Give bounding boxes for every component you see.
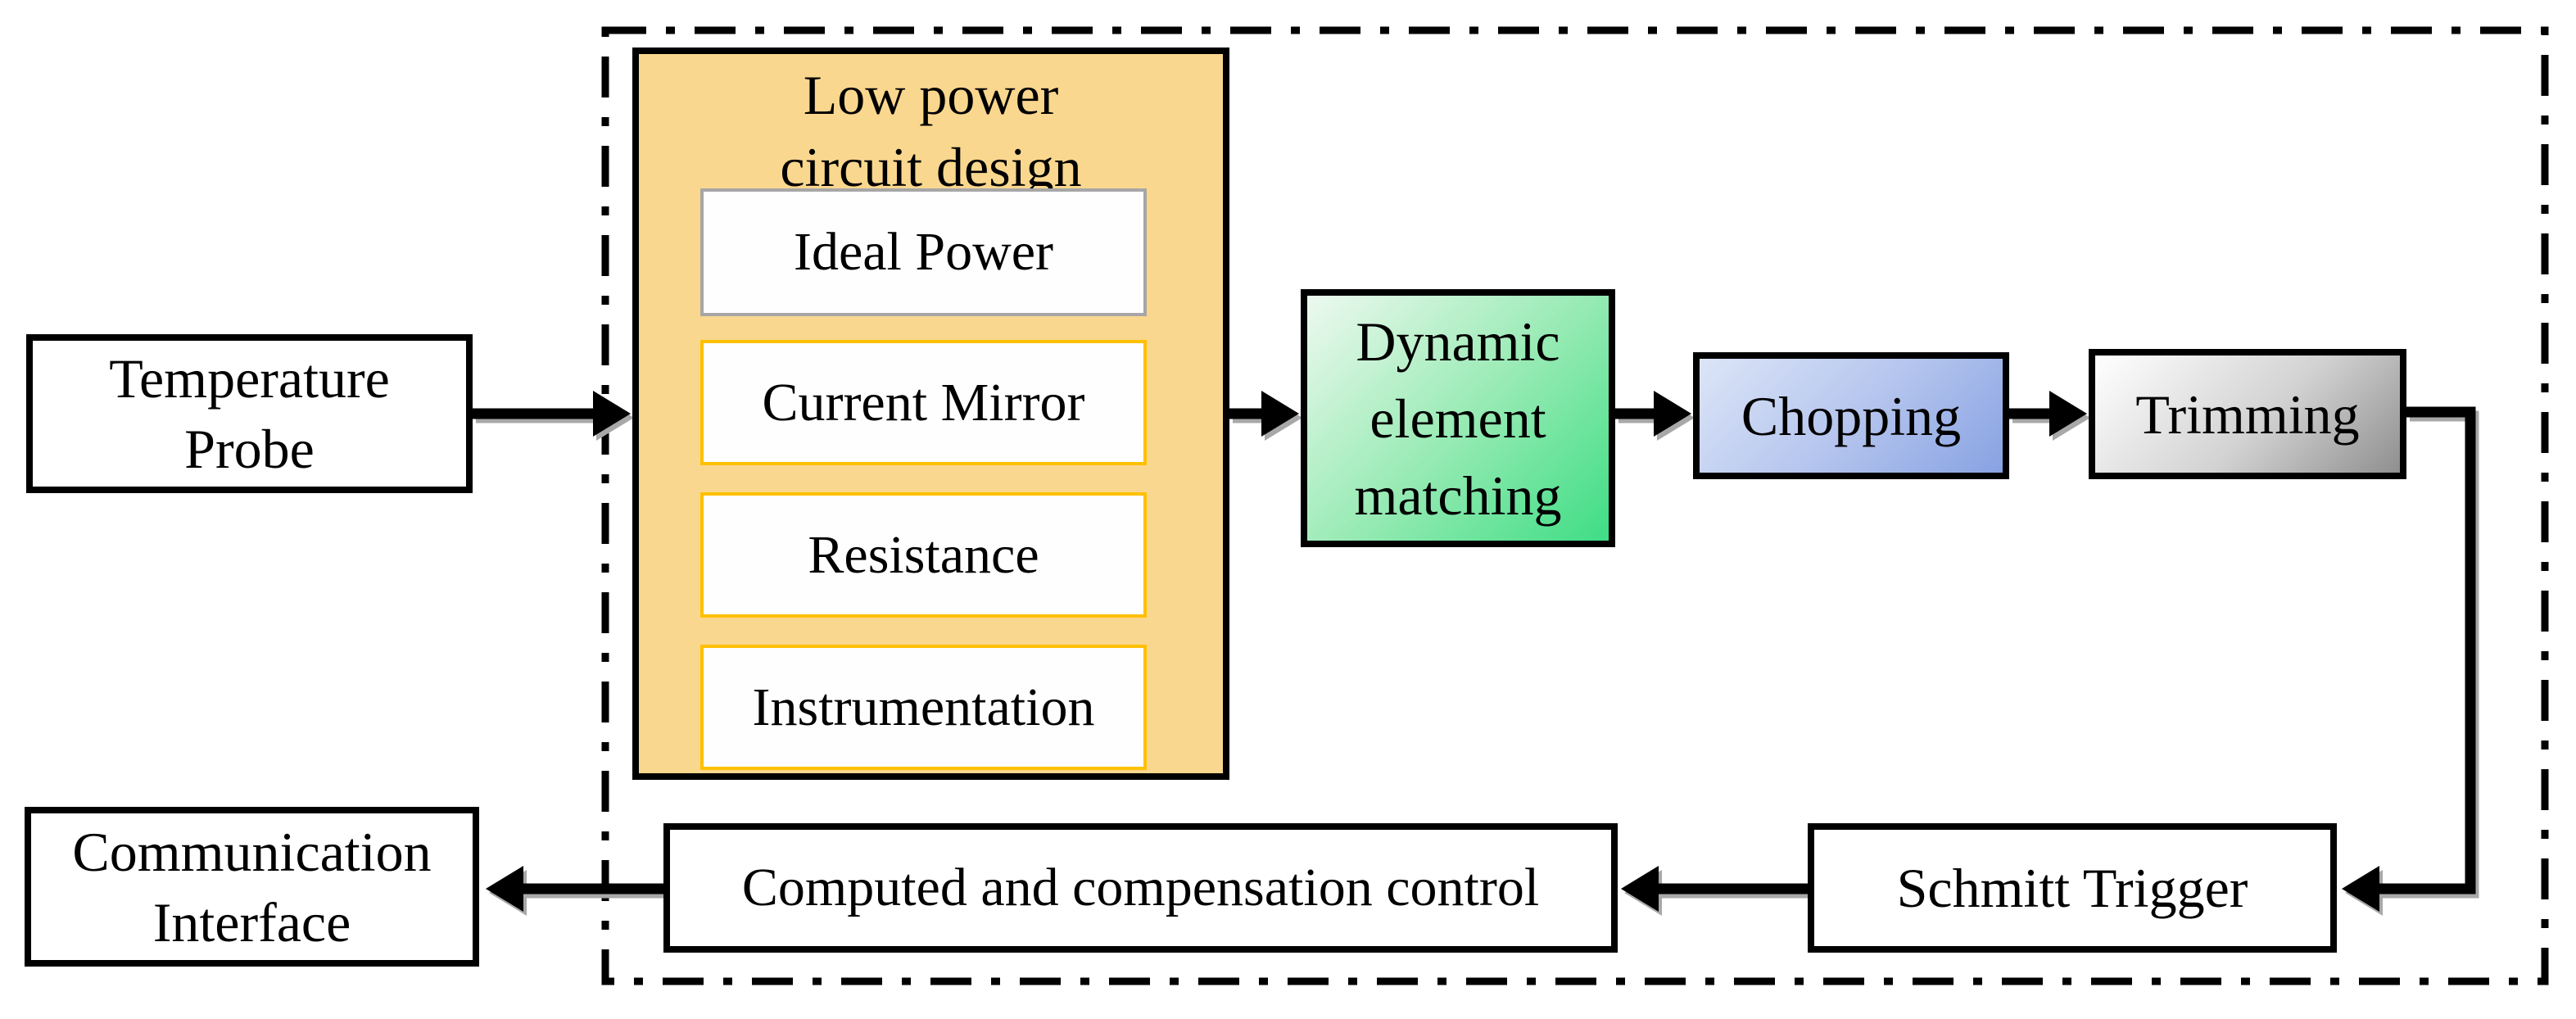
computed-compensation-control-label: Computed and compensation control	[741, 858, 1540, 917]
communication-interface-label-line2: Interface	[152, 890, 351, 953]
temperature-probe-box: Temperature Probe	[26, 334, 473, 493]
trimming-label: Trimming	[2135, 383, 2360, 446]
low-power-circuit-design-group: Low power circuit design Ideal Power Cur…	[632, 48, 1229, 780]
chopping-label: Chopping	[1741, 384, 1962, 447]
low-power-group-title: Low power circuit design	[639, 59, 1223, 203]
dynamic-element-matching-box: Dynamic element matching	[1301, 289, 1615, 547]
arrow-lowpower-to-dem	[1229, 391, 1299, 437]
communication-interface-box: Communication Interface	[25, 807, 479, 967]
arrow-trimming-to-schmitt	[2342, 406, 2476, 912]
arrow-temperature-to-lowpower	[473, 391, 631, 437]
ideal-power-box: Ideal Power	[700, 188, 1147, 316]
resistance-label: Resistance	[808, 524, 1039, 585]
dem-label-line3: matching	[1354, 464, 1562, 527]
low-power-title-line1: Low power	[803, 64, 1059, 126]
ideal-power-label: Ideal Power	[793, 222, 1054, 282]
arrow-dem-to-chopping	[1615, 391, 1691, 437]
instrumentation-box: Instrumentation	[700, 645, 1147, 770]
dem-label-line1: Dynamic	[1356, 310, 1560, 373]
arrow-chopping-to-trimming	[2009, 391, 2087, 437]
arrow-schmitt-to-computed	[1621, 866, 1808, 912]
current-mirror-label: Current Mirror	[762, 372, 1085, 433]
instrumentation-label: Instrumentation	[752, 677, 1095, 737]
low-power-title-line2: circuit design	[780, 136, 1082, 198]
temperature-probe-label-line1: Temperature	[109, 347, 390, 410]
temperature-probe-label-line2: Probe	[184, 418, 315, 480]
schmitt-trigger-label: Schmitt Trigger	[1896, 857, 2248, 919]
arrow-computed-to-communication	[486, 866, 663, 912]
trimming-box: Trimming	[2089, 349, 2406, 479]
computed-compensation-control-box: Computed and compensation control	[663, 823, 1618, 953]
dash-dot-boundary	[601, 26, 2549, 985]
schmitt-trigger-box: Schmitt Trigger	[1808, 823, 2337, 953]
resistance-box: Resistance	[700, 492, 1147, 618]
chopping-box: Chopping	[1693, 352, 2009, 479]
communication-interface-label-line1: Communication	[72, 820, 432, 883]
current-mirror-box: Current Mirror	[700, 340, 1147, 465]
dem-label-line2: element	[1369, 387, 1546, 450]
